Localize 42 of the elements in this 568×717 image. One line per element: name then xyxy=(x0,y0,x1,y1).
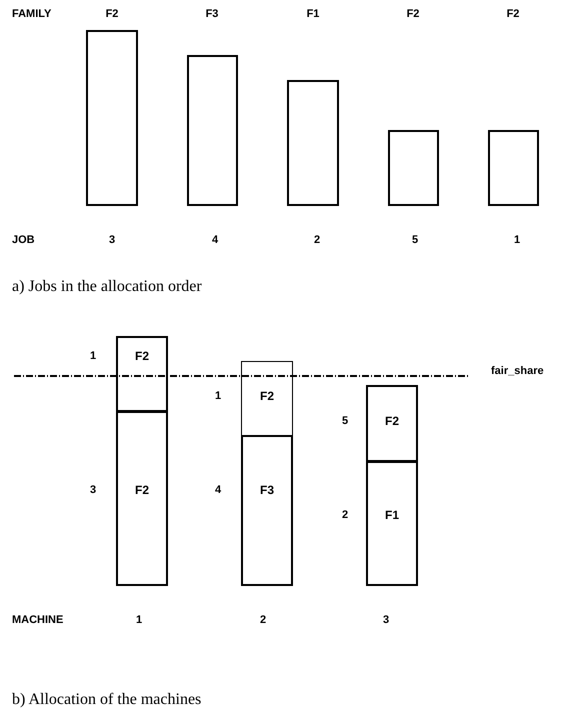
family-label: F2 xyxy=(258,389,275,403)
job-number: 4 xyxy=(210,233,220,247)
allocation-block xyxy=(116,411,168,586)
family-label: F3 xyxy=(204,7,220,21)
allocation-block xyxy=(241,435,293,586)
figure-caption: b) Allocation of the machines xyxy=(12,691,202,709)
machine-number: 2 xyxy=(258,613,268,627)
axis-label: JOB xyxy=(12,233,35,247)
axis-label: fair_share xyxy=(491,364,544,378)
machine-number: 1 xyxy=(134,613,144,627)
job-bar xyxy=(287,80,339,206)
job-number: 5 xyxy=(340,414,350,428)
job-number: 4 xyxy=(214,483,222,497)
job-number: 3 xyxy=(88,483,98,497)
job-number: 5 xyxy=(410,233,420,247)
allocation-block xyxy=(366,461,418,586)
axis-label: MACHINE xyxy=(12,613,64,627)
job-number: 1 xyxy=(512,233,522,247)
figure-caption: a) Jobs in the allocation order xyxy=(12,278,202,296)
family-label: F2 xyxy=(134,483,150,497)
axis-label: FAMILY xyxy=(12,7,52,21)
job-number: 1 xyxy=(88,349,98,363)
family-label: F1 xyxy=(384,508,400,522)
family-label: F1 xyxy=(306,7,320,21)
family-label: F2 xyxy=(406,7,420,21)
job-number: 2 xyxy=(340,508,350,522)
job-bar xyxy=(86,30,138,206)
allocation-block xyxy=(116,336,168,412)
job-bar xyxy=(187,55,238,206)
job-number: 1 xyxy=(214,389,222,403)
allocation-block xyxy=(241,361,293,436)
family-label: F3 xyxy=(258,483,275,497)
family-label: F2 xyxy=(506,7,520,21)
job-bar xyxy=(488,130,539,206)
job-number: 2 xyxy=(312,233,322,247)
family-label: F2 xyxy=(134,349,150,363)
family-label: F2 xyxy=(104,7,120,21)
job-number: 3 xyxy=(108,233,116,247)
job-bar xyxy=(388,130,439,206)
allocation-block xyxy=(366,385,418,462)
family-label: F2 xyxy=(384,414,400,428)
machine-number: 3 xyxy=(382,613,390,627)
